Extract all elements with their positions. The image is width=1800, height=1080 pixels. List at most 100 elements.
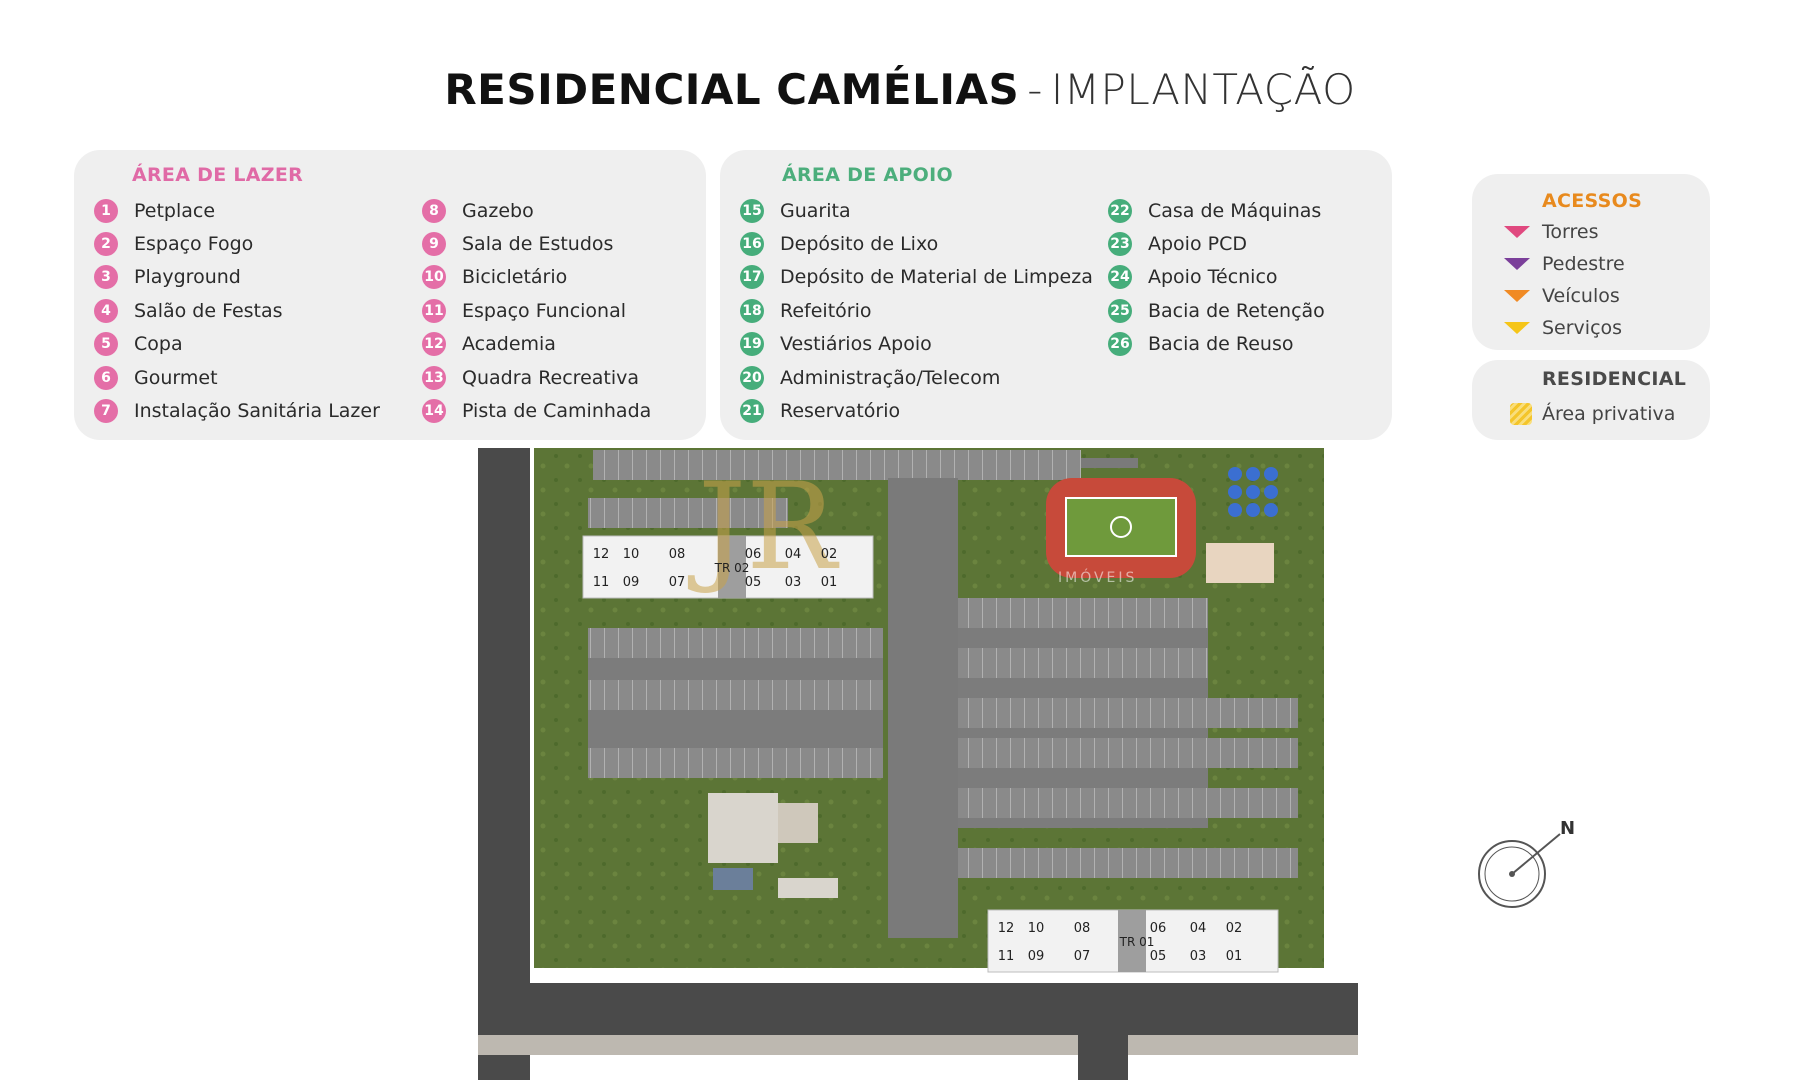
legend-number-badge: 21 [740, 399, 764, 424]
tower-01-unit-label: 05 [1150, 949, 1167, 964]
tower-01-unit-label: 12 [998, 921, 1015, 936]
tower-02-unit-label: 05 [745, 575, 762, 590]
tower-01-unit-label: 10 [1028, 921, 1045, 936]
legend-number-badge: 17 [740, 265, 764, 290]
legend-item-label: Administração/Telecom [780, 366, 1001, 389]
legend-item-label: Apoio Técnico [1148, 266, 1278, 289]
legend-item-label: Bacia de Reuso [1148, 333, 1294, 356]
legend-access-pedestre: Pedestre [1504, 248, 1625, 280]
legend-number-badge: 19 [740, 332, 764, 357]
legend-acessos-list: Torres Pedestre Veículos Serviços [1504, 216, 1625, 344]
torres-triangle-icon [1504, 226, 1530, 238]
legend-item-gazebo: 8 Gazebo [422, 194, 651, 227]
title-sub: IMPLANTAÇÃO [1050, 65, 1356, 114]
tower-01-unit-label: 02 [1226, 921, 1243, 936]
legend-item-label: Bacia de Retenção [1148, 299, 1325, 322]
leisure-area [708, 793, 838, 898]
legend-number-badge: 14 [422, 399, 446, 424]
tower-01-unit-label: 01 [1226, 949, 1243, 964]
compass-north-label: N [1560, 818, 1575, 839]
legend-number-badge: 23 [1108, 232, 1132, 257]
legend-access-torres: Torres [1504, 216, 1625, 248]
tower-01-unit-label: 08 [1074, 921, 1091, 936]
title-separator: - [1027, 65, 1043, 114]
legend-access-label: Serviços [1542, 317, 1623, 339]
legend-item-refeitorio: 18 Refeitório [740, 294, 1093, 327]
legend-item-apoio-pcd: 23 Apoio PCD [1108, 227, 1325, 260]
tower-01-unit-label: 06 [1150, 921, 1167, 936]
roads [478, 448, 1358, 1080]
legend-access-veiculos: Veículos [1504, 280, 1625, 312]
area-privativa-swatch-icon [1510, 403, 1532, 425]
legend-number-badge: 1 [94, 198, 118, 223]
legend-item-label: Salão de Festas [134, 299, 283, 322]
legend-item-petplace: 1 Petplace [94, 194, 380, 227]
watermark-text: IMÓVEIS [1058, 568, 1137, 586]
legend-number-badge: 18 [740, 298, 764, 323]
legend-number-badge: 7 [94, 399, 118, 424]
legend-item-bacia-de-retencao: 25 Bacia de Retenção [1108, 294, 1325, 327]
legend-item-label: Casa de Máquinas [1148, 199, 1322, 222]
legend-item-label: Apoio PCD [1148, 233, 1247, 256]
legend-area-lazer-heading: ÁREA DE LAZER [132, 164, 304, 186]
legend-number-badge: 3 [94, 265, 118, 290]
tower-02-unit-label: 04 [785, 547, 802, 562]
tower-02-unit-label: 07 [669, 575, 686, 590]
legend-item-bacia-de-reuso: 26 Bacia de Reuso [1108, 328, 1325, 361]
legend-access-label: Pedestre [1542, 253, 1625, 275]
legend-item-label: Guarita [780, 199, 851, 222]
north-compass-icon: N [1478, 818, 1575, 908]
legend-number-badge: 26 [1108, 332, 1132, 357]
tower-02-unit-label: 12 [593, 547, 610, 562]
legend-item-label: Vestiários Apoio [780, 333, 932, 356]
legend-number-badge: 2 [94, 232, 118, 257]
legend-number-badge: 6 [94, 365, 118, 390]
legend-item-label: Refeitório [780, 299, 872, 322]
tower-01-unit-label: 09 [1028, 949, 1045, 964]
tower-02-label: TR 02 [714, 561, 750, 575]
legend-residencial: RESIDENCIAL Área privativa [1472, 360, 1710, 440]
legend-item-label: Gourmet [134, 366, 218, 389]
legend-number-badge: 8 [422, 198, 446, 223]
legend-item-label: Instalação Sanitária Lazer [134, 400, 380, 423]
legend-area-apoio-heading: ÁREA DE APOIO [782, 164, 953, 186]
tower-01-unit-label: 07 [1074, 949, 1091, 964]
legend-number-badge: 25 [1108, 298, 1132, 323]
legend-item-label: Petplace [134, 199, 216, 222]
legend-number-badge: 5 [94, 332, 118, 357]
legend-area-lazer: ÁREA DE LAZER 1 Petplace 2 Espaço Fogo 3 Pl… [74, 150, 706, 440]
legend-item-label: Bicicletário [462, 266, 568, 289]
tower-02-unit-label: 11 [593, 575, 610, 590]
legend-area-privativa: Área privativa [1510, 398, 1675, 430]
legend-item-vestiarios-apoio: 19 Vestiários Apoio [740, 328, 1093, 361]
legend-access-servicos: Serviços [1504, 312, 1625, 344]
legend-item-label: Gazebo [462, 199, 534, 222]
tower-01-unit-label: 04 [1190, 921, 1207, 936]
sports-court [1046, 478, 1196, 578]
legend-item-label: Depósito de Lixo [780, 233, 939, 256]
legend-item-label: Playground [134, 266, 241, 289]
page-title: RESIDENCIAL CAMÉLIAS-IMPLANTAÇÃO [0, 62, 1800, 118]
parking-areas [588, 450, 1298, 938]
tower-01-building [987, 909, 1279, 973]
legend-item-label: Academia [462, 333, 556, 356]
tower-01-unit-label: 03 [1190, 949, 1207, 964]
legend-item-label: Espaço Fogo [134, 233, 254, 256]
legend-area-privativa-label: Área privativa [1542, 403, 1676, 425]
tower-02-unit-label: 01 [821, 575, 838, 590]
pedestre-triangle-icon [1504, 258, 1530, 270]
legend-number-badge: 20 [740, 365, 764, 390]
